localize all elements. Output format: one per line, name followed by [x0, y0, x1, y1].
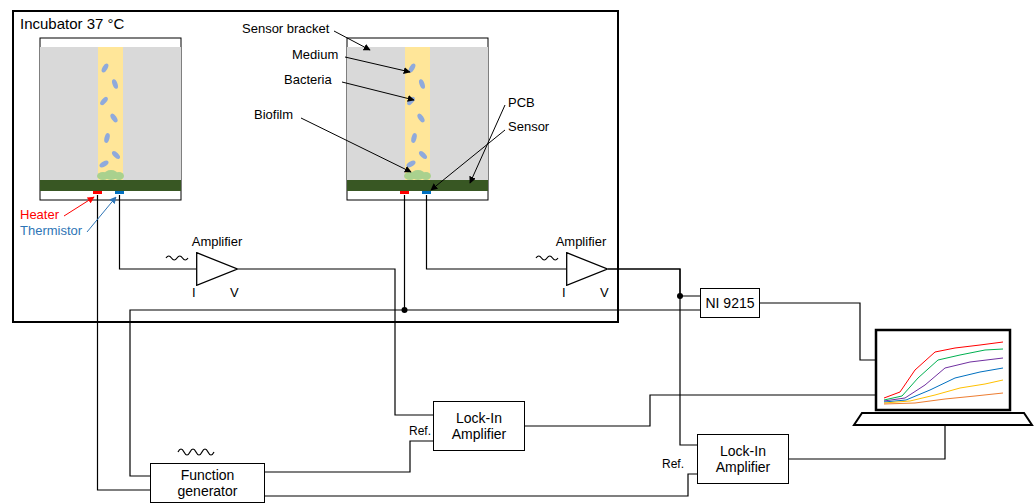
current-symbol [536, 256, 558, 260]
amplifier-triangle [196, 252, 238, 286]
part-label: Biofilm [254, 108, 293, 123]
box-label: NI 9215 [705, 295, 754, 311]
sensor-assembly [40, 38, 181, 200]
amplifier-label: Amplifier [192, 235, 243, 248]
signal-wire [525, 395, 876, 426]
reference-label: Ref. [661, 458, 685, 471]
box-label: Lock-In Amplifier [438, 410, 520, 442]
leader-arrow [334, 31, 370, 50]
generator-box: Function generator [150, 463, 265, 503]
thermistor-wire [427, 195, 567, 269]
thermistor-wire [120, 195, 197, 269]
amplifier-symbol: AmplifierIV [566, 252, 608, 300]
current-symbol [166, 256, 188, 260]
amplifier-outline [567, 253, 608, 286]
signal-wire [265, 441, 433, 472]
amplifier-triangle [566, 252, 608, 286]
amplifier-outline [197, 253, 238, 286]
box-label: Function generator [155, 467, 260, 499]
part-label: Medium [292, 48, 338, 63]
laptop-base [854, 413, 1032, 425]
component-label: Thermistor [20, 224, 82, 239]
signal-name: V [600, 286, 609, 299]
heater-wire [404, 195, 405, 310]
signal-name: I [562, 286, 566, 299]
leader-arrow [345, 57, 410, 72]
leader-arrow [301, 118, 411, 172]
lockin-box: Lock-In Amplifier [433, 401, 525, 451]
plot-line [884, 393, 1003, 404]
box-label: Lock-In Amplifier [702, 443, 784, 475]
leader-arrow [342, 82, 414, 100]
signal-wire [608, 269, 700, 296]
sine-symbol [178, 449, 214, 455]
heater-wire [98, 195, 151, 490]
daq-box: NI 9215 [700, 288, 760, 318]
signal-wire [760, 303, 876, 360]
lockin-box: Lock-In Amplifier [697, 434, 789, 484]
part-label: Bacteria [284, 73, 332, 88]
laptop-screen [876, 330, 1010, 410]
signal-wire [789, 426, 945, 459]
signal-name: I [192, 286, 196, 299]
amplifier-symbol: AmplifierIV [196, 252, 238, 300]
part-label: Sensor [508, 120, 549, 135]
signal-wire [608, 269, 697, 445]
leader-arrow [64, 197, 94, 216]
part-label: Sensor bracket [242, 22, 329, 37]
component-label: Heater [20, 208, 59, 223]
signal-wire [265, 474, 697, 496]
part-label: PCB [508, 96, 535, 111]
signal-wire [238, 269, 433, 415]
laptop-icon [854, 330, 1032, 425]
signal-name: V [230, 286, 239, 299]
signal-wire [130, 310, 700, 476]
leader-arrow [431, 130, 505, 190]
plot-line [884, 368, 1003, 402]
amplifier-label: Amplifier [556, 235, 607, 248]
plot-line [884, 380, 1003, 403]
leader-arrow [87, 197, 116, 232]
reference-label: Ref. [408, 425, 432, 438]
